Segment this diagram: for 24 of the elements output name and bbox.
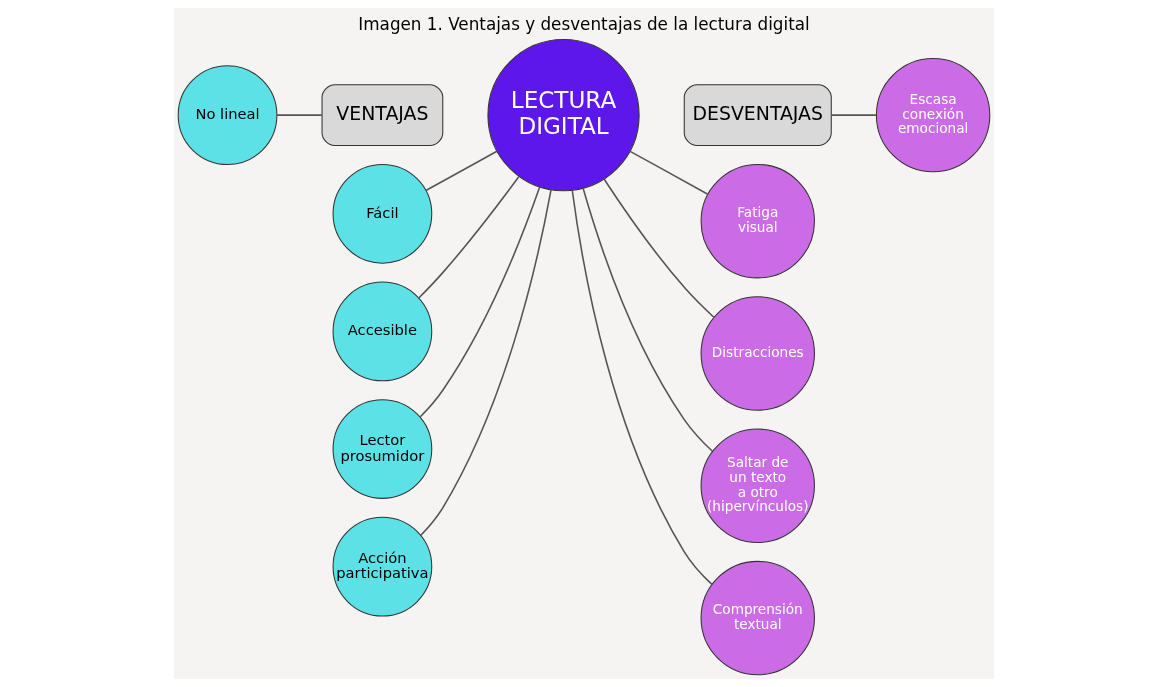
node-circle: Lector prosumidor — [332, 399, 432, 499]
connector — [419, 189, 552, 536]
connector — [602, 178, 715, 318]
connector — [417, 175, 520, 299]
node-circle: Fácil — [332, 163, 432, 264]
node-circle: Saltar de un texto a otro (hipervínculos) — [700, 428, 815, 543]
connector — [581, 187, 713, 452]
node-circle: Comprensión textual — [700, 560, 815, 676]
node-box: DESVENTAJAS — [683, 84, 832, 147]
node-circle: Escasa conexión emocional — [875, 57, 990, 173]
connector — [424, 150, 498, 192]
node-circle: Fatiga visual — [700, 163, 815, 279]
node-circle: Acción participativa — [332, 516, 432, 617]
node-circle: Accesible — [332, 281, 432, 382]
connector — [275, 114, 323, 116]
connector — [419, 186, 540, 418]
connector — [830, 114, 877, 116]
diagram-title: Imagen 1. Ventajas y desventajas de la lectura digital — [357, 13, 810, 34]
node-box: VENTAJAS — [321, 84, 443, 147]
connector — [571, 189, 713, 586]
node-circle: No lineal — [177, 65, 277, 165]
connector — [628, 150, 709, 195]
node-circle: Distracciones — [700, 296, 815, 411]
node-circle: LECTURA DIGITAL — [486, 39, 640, 192]
